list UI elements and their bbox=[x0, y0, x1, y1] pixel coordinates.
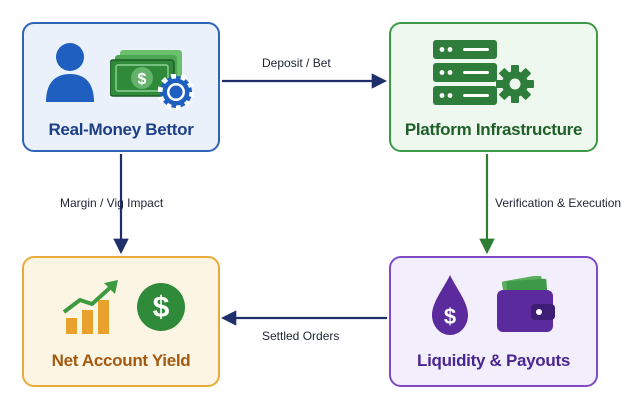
poker-chip-icon bbox=[158, 74, 194, 110]
wallet-icon bbox=[497, 276, 555, 332]
node-net-account-yield: $ Net Account Yield bbox=[22, 256, 220, 387]
svg-text:$: $ bbox=[444, 304, 456, 329]
growth-chart-icon bbox=[62, 280, 118, 334]
edge-label-verification: Verification & Execution bbox=[495, 196, 622, 210]
cash-icon: $ bbox=[110, 50, 182, 97]
node-platform-infrastructure: Platform Infrastructure bbox=[389, 22, 598, 152]
node-label: Liquidity & Payouts bbox=[417, 351, 570, 370]
gear-icon bbox=[496, 65, 534, 103]
node-label: Net Account Yield bbox=[51, 351, 191, 370]
node-label: Platform Infrastructure bbox=[404, 120, 583, 139]
server-icon bbox=[433, 40, 497, 105]
svg-text:$: $ bbox=[138, 71, 147, 88]
user-icon bbox=[46, 43, 94, 102]
svg-text:$: $ bbox=[153, 291, 170, 324]
dollar-drop-icon: $ bbox=[432, 275, 468, 335]
dollar-coin-icon: $ bbox=[137, 283, 185, 331]
node-label: Real-Money Bettor bbox=[48, 120, 194, 139]
edge-label-margin: Margin / Vig Impact bbox=[60, 196, 164, 210]
edge-label-deposit: Deposit / Bet bbox=[262, 56, 331, 70]
edge-label-settled: Settled Orders bbox=[262, 329, 340, 343]
node-liquidity-payouts: $ Liquidity & Payouts bbox=[389, 256, 598, 387]
node-real-money-bettor: $ Real-Money Bettor bbox=[22, 22, 220, 152]
